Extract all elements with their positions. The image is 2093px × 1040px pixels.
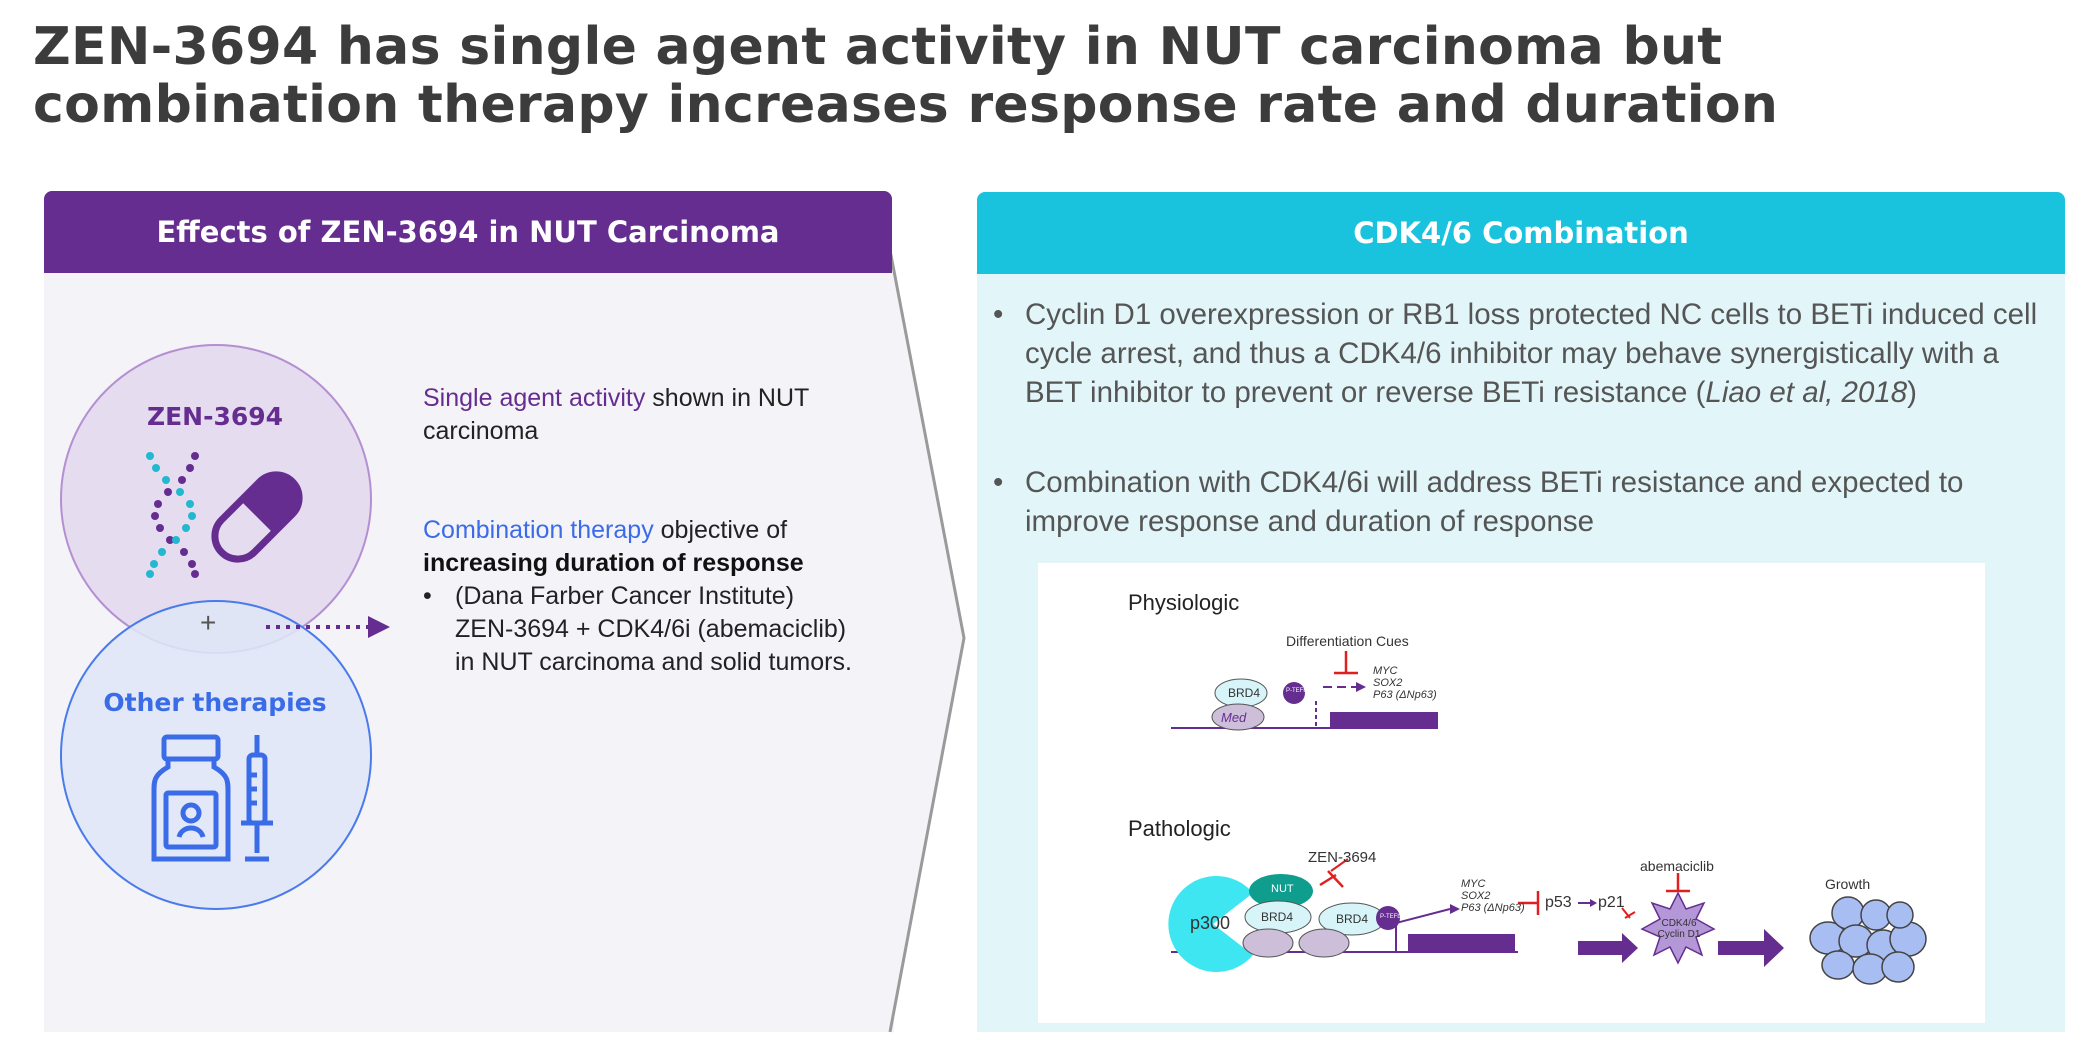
right-bullet-2-text: Combination with CDK4/6i will address BE… xyxy=(1025,466,1964,538)
right-bullet-2: • Combination with CDK4/6i will address … xyxy=(993,463,2058,541)
zen-drug-label: ZEN-3694 xyxy=(1308,849,1377,866)
right-panel-header: CDK4/6 Combination xyxy=(977,192,2065,274)
physio-brd4: BRD4 xyxy=(1228,686,1261,700)
right-bullet-1-citation: Liao et al, 2018 xyxy=(1705,376,1908,409)
patho-gene-p63: P63 (ΔNp63) xyxy=(1461,902,1525,914)
physio-gene-p63: P63 (ΔNp63) xyxy=(1373,689,1437,701)
patho-ptefb: P-TEFb xyxy=(1380,914,1401,920)
pathologic-graphics xyxy=(1168,858,1927,985)
dotted-arrow xyxy=(266,616,390,638)
other-therapies-label: Other therapies xyxy=(103,688,327,717)
combination-rest: objective of xyxy=(653,516,788,544)
p21-label: p21 xyxy=(1598,894,1625,911)
panel-chevron-arrow xyxy=(880,250,966,1033)
single-agent-rest: shown in NUT carcinoma xyxy=(423,384,809,445)
right-bullet-1: • Cyclin D1 overexpression or RB1 loss p… xyxy=(993,298,2038,409)
differentiation-cues-label: Differentiation Cues xyxy=(1286,633,1409,649)
patho-brd4-1: BRD4 xyxy=(1261,910,1294,924)
nut-label: NUT xyxy=(1271,883,1294,895)
physio-gene-myc: MYC xyxy=(1373,665,1398,677)
combination-bullets: (Dana Farber Cancer Institute) ZEN-3694 … xyxy=(423,580,853,679)
slide-title: ZEN-3694 has single agent activity in NU… xyxy=(33,18,2063,134)
patho-brd4-2: BRD4 xyxy=(1336,912,1369,926)
right-bullet-1-close: ) xyxy=(1907,376,1917,409)
physio-ptefb: P-TEFb xyxy=(1286,688,1307,694)
growth-label: Growth xyxy=(1825,876,1871,892)
cdk-label: CDK4/6 Cyclin D1 xyxy=(1656,918,1702,940)
abemaciclib-label: abemaciclib xyxy=(1640,858,1714,874)
capsule-icon xyxy=(211,471,303,563)
mechanism-diagram: Physiologic Differentiation Cues BRD4 Me… xyxy=(1038,563,1985,1023)
p300-label: p300 xyxy=(1190,913,1231,933)
combination-highlight: Combination therapy xyxy=(423,516,654,544)
patho-gene-myc: MYC xyxy=(1461,878,1486,890)
cdk-line1: CDK4/6 xyxy=(1661,918,1697,929)
cdk-line2: Cyclin D1 xyxy=(1657,929,1701,940)
syringe-icon xyxy=(241,735,273,862)
pathologic-label: Pathologic xyxy=(1128,816,1231,841)
dna-icon xyxy=(146,452,199,578)
medicine-bottle-icon xyxy=(151,734,231,862)
p53-label: p53 xyxy=(1545,894,1572,911)
patho-gene-sox2: SOX2 xyxy=(1461,890,1491,902)
title-line-2: combination therapy increases response r… xyxy=(33,75,1779,135)
physio-gene-sox2: SOX2 xyxy=(1373,677,1403,689)
title-line-1: ZEN-3694 has single agent activity in NU… xyxy=(33,17,1723,77)
zen-label: ZEN-3694 xyxy=(146,402,284,431)
single-agent-text: Single agent activity shown in NUT carci… xyxy=(423,382,853,448)
combination-bold: increasing duration of response xyxy=(423,549,804,577)
plus-sign: + xyxy=(200,607,217,638)
physiologic-label: Physiologic xyxy=(1128,590,1240,615)
right-bullet-1-text: Cyclin D1 overexpression or RB1 loss pro… xyxy=(1025,298,2038,409)
combination-text: Combination therapy objective of increas… xyxy=(423,514,853,679)
single-agent-highlight: Single agent activity xyxy=(423,384,646,412)
combination-bullet: (Dana Farber Cancer Institute) ZEN-3694 … xyxy=(423,580,853,679)
diagram-graphics xyxy=(1171,651,1438,731)
physio-med: Med xyxy=(1221,710,1247,725)
left-panel-header: Effects of ZEN-3694 in NUT Carcinoma xyxy=(44,191,892,273)
